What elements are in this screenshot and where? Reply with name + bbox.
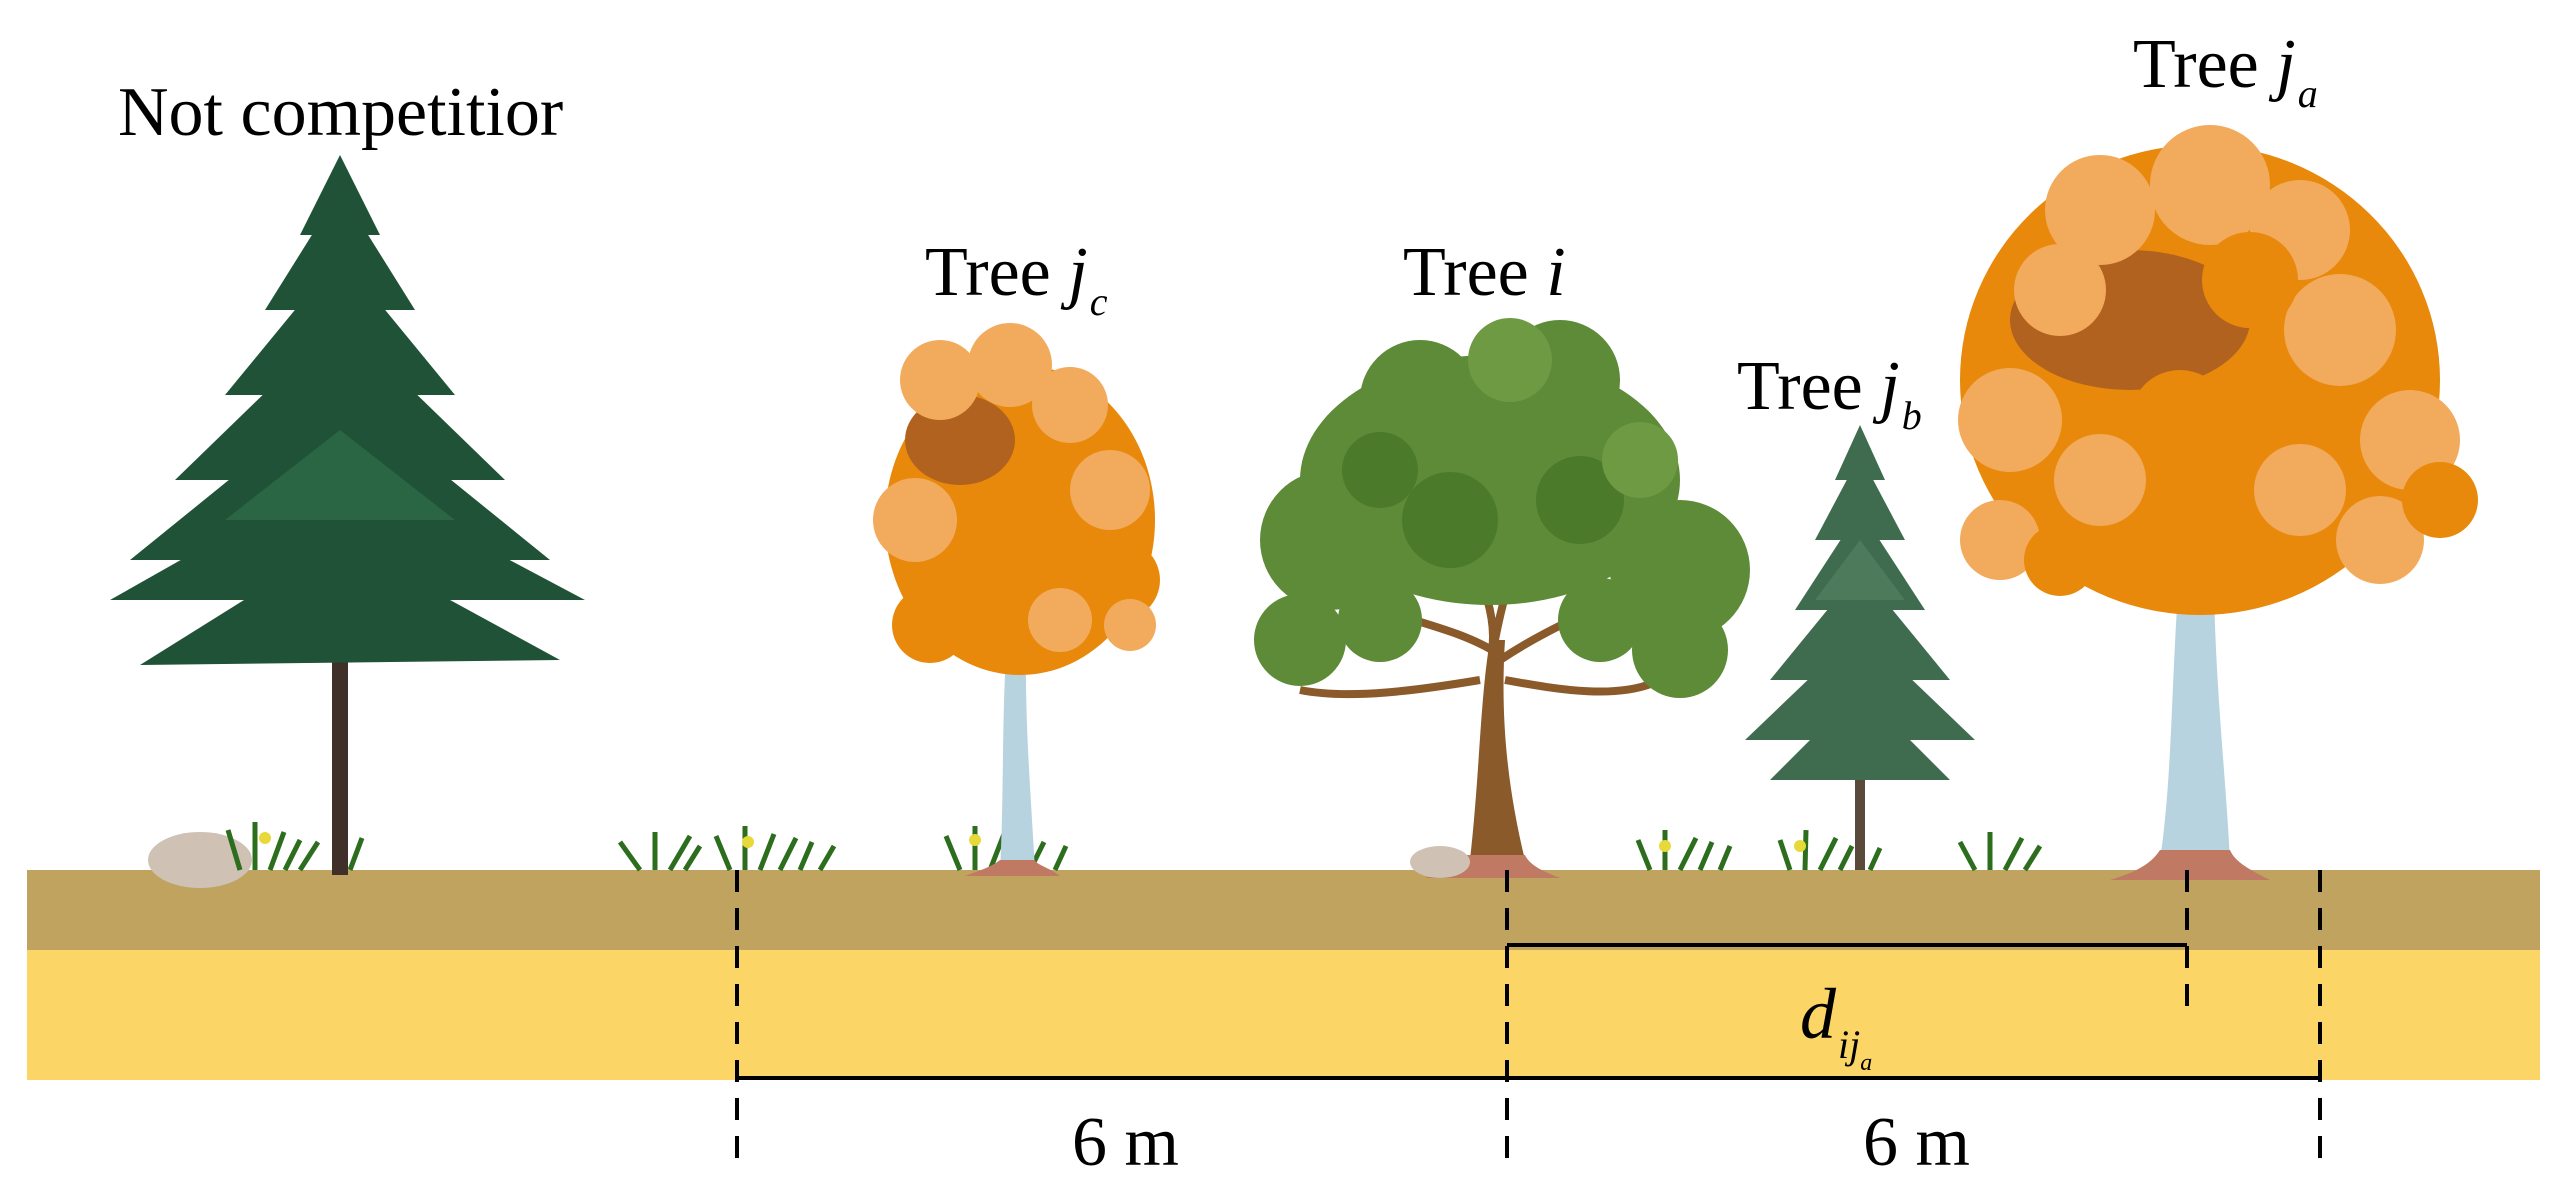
label-tree-jc: Tree jc xyxy=(925,238,1107,322)
label-tree-ja-sub: a xyxy=(2297,71,2318,116)
label-tree-ja: Tree ja xyxy=(2133,30,2318,114)
label-tree-ja-prefix: Tree xyxy=(2133,26,2259,103)
label-tree-jc-sub: c xyxy=(1089,279,1108,324)
label-left-measure: 6 m xyxy=(1072,1104,1179,1181)
label-tree-i: Tree i xyxy=(1403,238,1566,308)
label-tree-jb: Tree jb xyxy=(1737,352,1922,436)
tree-i-broadleaf xyxy=(1254,318,1750,878)
label-distance-dij: dija xyxy=(1800,978,1872,1075)
soil-top-layer xyxy=(27,870,2540,950)
label-tree-jc-prefix: Tree xyxy=(925,234,1051,311)
label-tree-jb-prefix: Tree xyxy=(1737,348,1863,425)
label-tree-i-var: i xyxy=(1546,234,1566,311)
label-tree-i-prefix: Tree xyxy=(1403,234,1529,311)
label-tree-jb-sub: b xyxy=(1901,393,1922,438)
label-right-measure: 6 m xyxy=(1863,1104,1970,1181)
tree-ja-autumn xyxy=(1958,125,2478,880)
tree-jb-conifer xyxy=(1745,425,1975,870)
label-distance-var: d xyxy=(1800,974,1836,1054)
grass-tuft xyxy=(225,822,365,872)
rock xyxy=(148,832,252,888)
label-not-competitor: Not competitior xyxy=(118,74,564,151)
measurement-markers xyxy=(735,870,2322,1165)
label-tree-jb-var: j xyxy=(1880,348,1900,425)
not-competitor-conifer xyxy=(110,155,585,875)
grass-tuft xyxy=(617,826,2043,872)
tree-jc-autumn xyxy=(873,323,1160,876)
label-distance-subsub: a xyxy=(1860,1050,1873,1076)
soil-bottom-layer xyxy=(27,950,2540,1080)
label-tree-jc-var: j xyxy=(1068,234,1088,311)
label-distance-sub-text: ij xyxy=(1838,1022,1861,1067)
label-distance-sub: ija xyxy=(1838,1022,1872,1076)
label-tree-ja-var: j xyxy=(2276,26,2296,103)
